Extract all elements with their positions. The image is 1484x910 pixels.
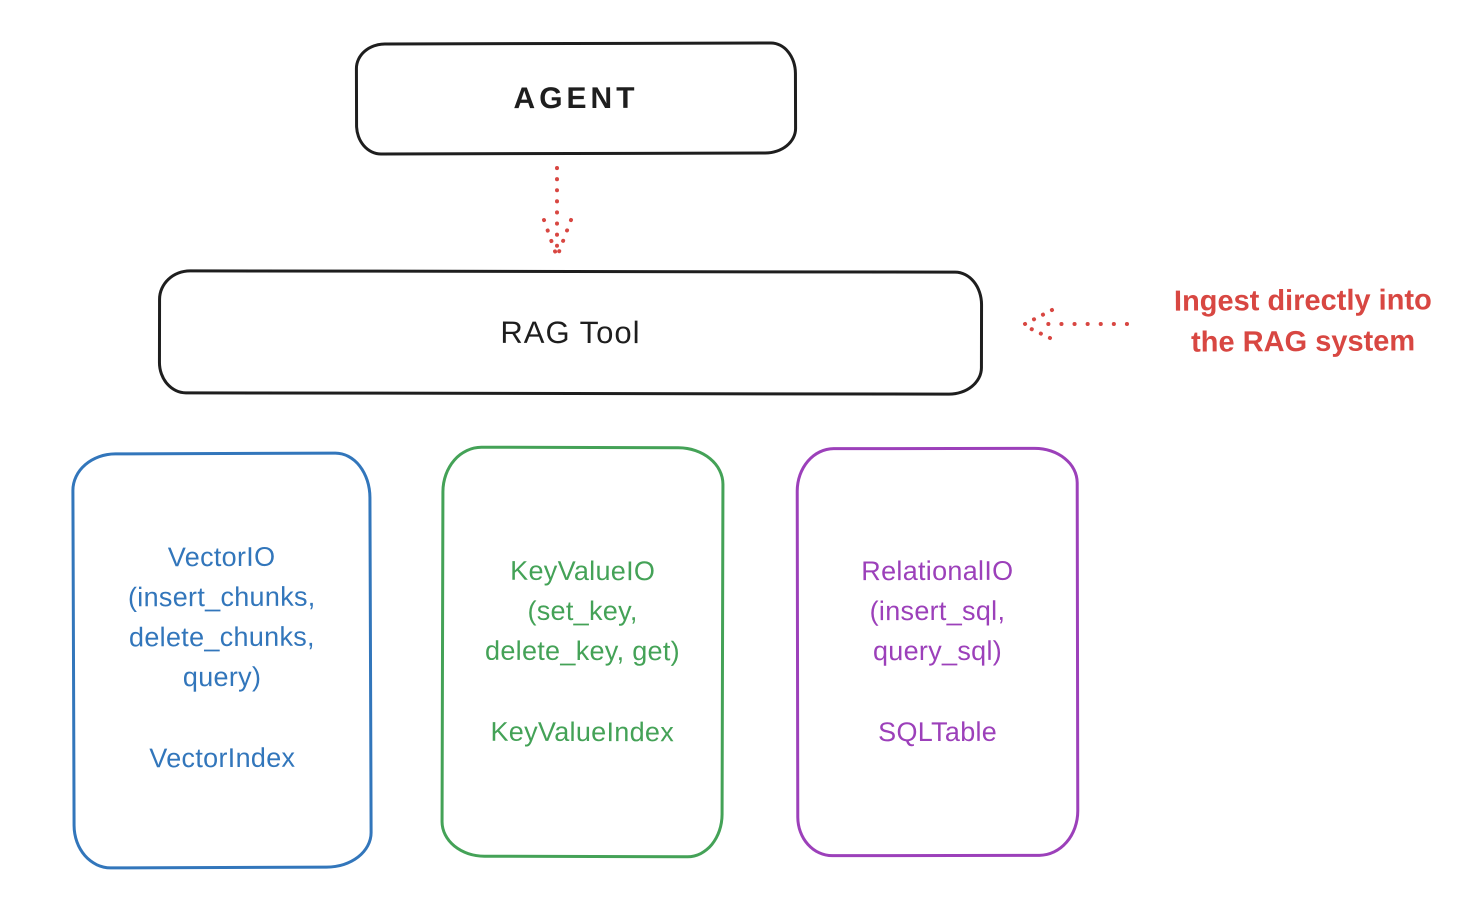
keyvalue-io-method-1: (set_key,: [527, 595, 638, 627]
vector-io-node: VectorIO (insert_chunks, delete_chunks, …: [71, 451, 373, 870]
keyvalue-index-label: KeyValueIndex: [490, 716, 675, 748]
relational-io-method-2: query_sql): [872, 635, 1003, 667]
dotted-arrow-down-icon: [542, 166, 573, 259]
ingest-annotation: Ingest directly into the RAG system: [1138, 280, 1468, 364]
relational-io-title: RelationalIO: [861, 555, 1014, 587]
keyvalue-io-title: KeyValueIO: [510, 555, 656, 587]
relational-io-node: RelationalIO (insert_sql, query_sql) SQL…: [795, 446, 1080, 858]
vector-index-label: VectorIndex: [149, 742, 296, 774]
keyvalue-io-method-2: delete_key, get): [484, 635, 680, 667]
vector-io-title: VectorIO: [167, 541, 276, 573]
rag-tool-node: RAG Tool: [157, 269, 984, 396]
vector-io-method-1: (insert_chunks,: [127, 581, 316, 613]
agent-node: AGENT: [354, 41, 798, 156]
sql-table-label: SQLTable: [878, 716, 998, 748]
vector-io-method-3: query): [182, 661, 262, 693]
ingest-annotation-line2: the RAG system: [1191, 325, 1416, 359]
keyvalue-io-node: KeyValueIO (set_key, delete_key, get) Ke…: [440, 445, 725, 859]
vector-io-method-2: delete_chunks,: [128, 621, 315, 653]
relational-io-method-1: (insert_sql,: [869, 595, 1006, 627]
agent-label: AGENT: [513, 81, 639, 115]
ingest-annotation-line1: Ingest directly into: [1173, 284, 1432, 318]
dotted-arrow-left-icon: [1021, 308, 1129, 340]
rag-tool-label: RAG Tool: [500, 314, 641, 350]
